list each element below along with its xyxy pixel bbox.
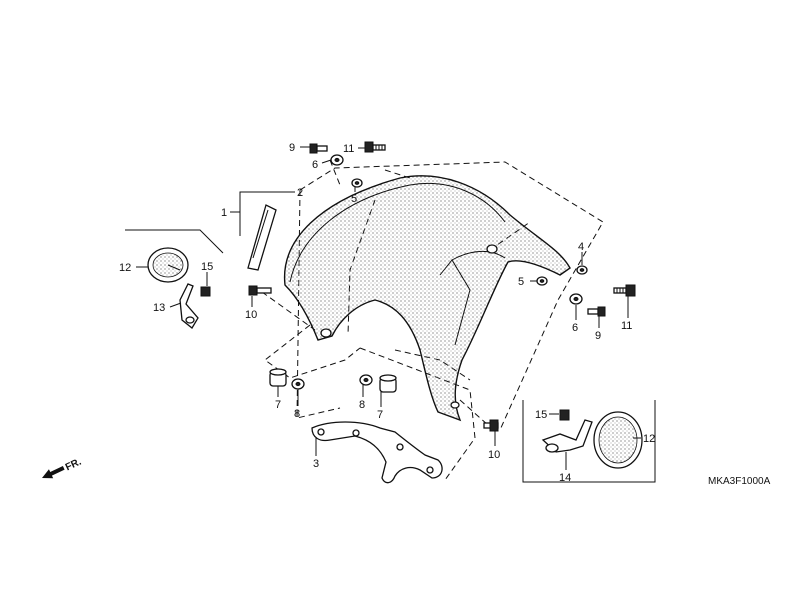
- collar-8-right: [359, 374, 373, 386]
- callout-8-right: 8: [359, 399, 365, 411]
- nut-15-right: [559, 409, 570, 421]
- fender-stay-bracket: [311, 421, 443, 484]
- left-reflector-inset: [125, 229, 224, 329]
- collar-5-right: [536, 276, 548, 286]
- right-hardware: [536, 265, 636, 317]
- nut-15-left: [200, 286, 211, 297]
- bolt-9-upper: [309, 143, 328, 154]
- front-fender: [283, 175, 571, 422]
- callout-15-left: 15: [201, 261, 213, 273]
- leader-lines: [136, 146, 641, 470]
- callout-1: 1: [221, 207, 227, 219]
- front-arrow-icon: [42, 466, 65, 479]
- callout-8-left: 8: [294, 408, 300, 420]
- reflector-bracket-14: [541, 419, 593, 453]
- washer-6-right: [569, 293, 583, 305]
- washer-6-upper: [330, 154, 344, 166]
- callout-labels: 1 2 3 4 5 5 6 6 7 7 8 8 9 9 10 10 11 11 …: [119, 142, 655, 484]
- callout-11-upper: 11: [343, 143, 354, 155]
- callout-6-right: 6: [572, 322, 578, 334]
- upper-hardware: [309, 141, 386, 188]
- callout-10-left: 10: [245, 309, 257, 321]
- collar-4: [576, 265, 588, 275]
- callout-6-upper: 6: [312, 159, 318, 171]
- reflector-12-right: [593, 411, 643, 469]
- callout-5-upper: 5: [351, 193, 357, 205]
- callout-9-right: 9: [595, 330, 601, 342]
- callout-13: 13: [153, 302, 165, 314]
- grommet-7-right: [379, 374, 397, 393]
- bolt-10-left: [248, 285, 272, 296]
- drawing-code: MKA3F1000A: [708, 476, 771, 487]
- grommet-7-left: [269, 368, 287, 387]
- collar-8-left: [291, 378, 305, 390]
- callout-3: 3: [313, 458, 319, 470]
- callout-7-right: 7: [377, 409, 383, 421]
- callout-11-right: 11: [621, 320, 632, 332]
- reflector-bracket-13: [179, 283, 199, 329]
- callout-14: 14: [559, 472, 571, 484]
- bolt-10-lower: [483, 419, 499, 432]
- reflector-12-left: [147, 247, 189, 283]
- callout-12-right: 12: [643, 433, 655, 445]
- front-direction-indicator: FR.: [42, 456, 83, 479]
- direction-label: FR.: [64, 456, 83, 473]
- bolt-11-right: [613, 284, 636, 297]
- fender-decal-strip: [247, 204, 277, 271]
- callout-2: 2: [297, 187, 303, 199]
- callout-7-left: 7: [275, 399, 281, 411]
- callout-12-left: 12: [119, 262, 131, 274]
- callout-10-lower: 10: [488, 449, 500, 461]
- right-reflector-inset: [522, 400, 656, 483]
- bolt-9-right: [587, 306, 606, 317]
- callout-15-right: 15: [535, 409, 547, 421]
- bolt-11-upper: [364, 141, 386, 153]
- callout-5-right: 5: [518, 276, 524, 288]
- callout-4: 4: [578, 241, 584, 253]
- callout-9-upper: 9: [289, 142, 295, 154]
- collar-5-upper: [351, 178, 363, 188]
